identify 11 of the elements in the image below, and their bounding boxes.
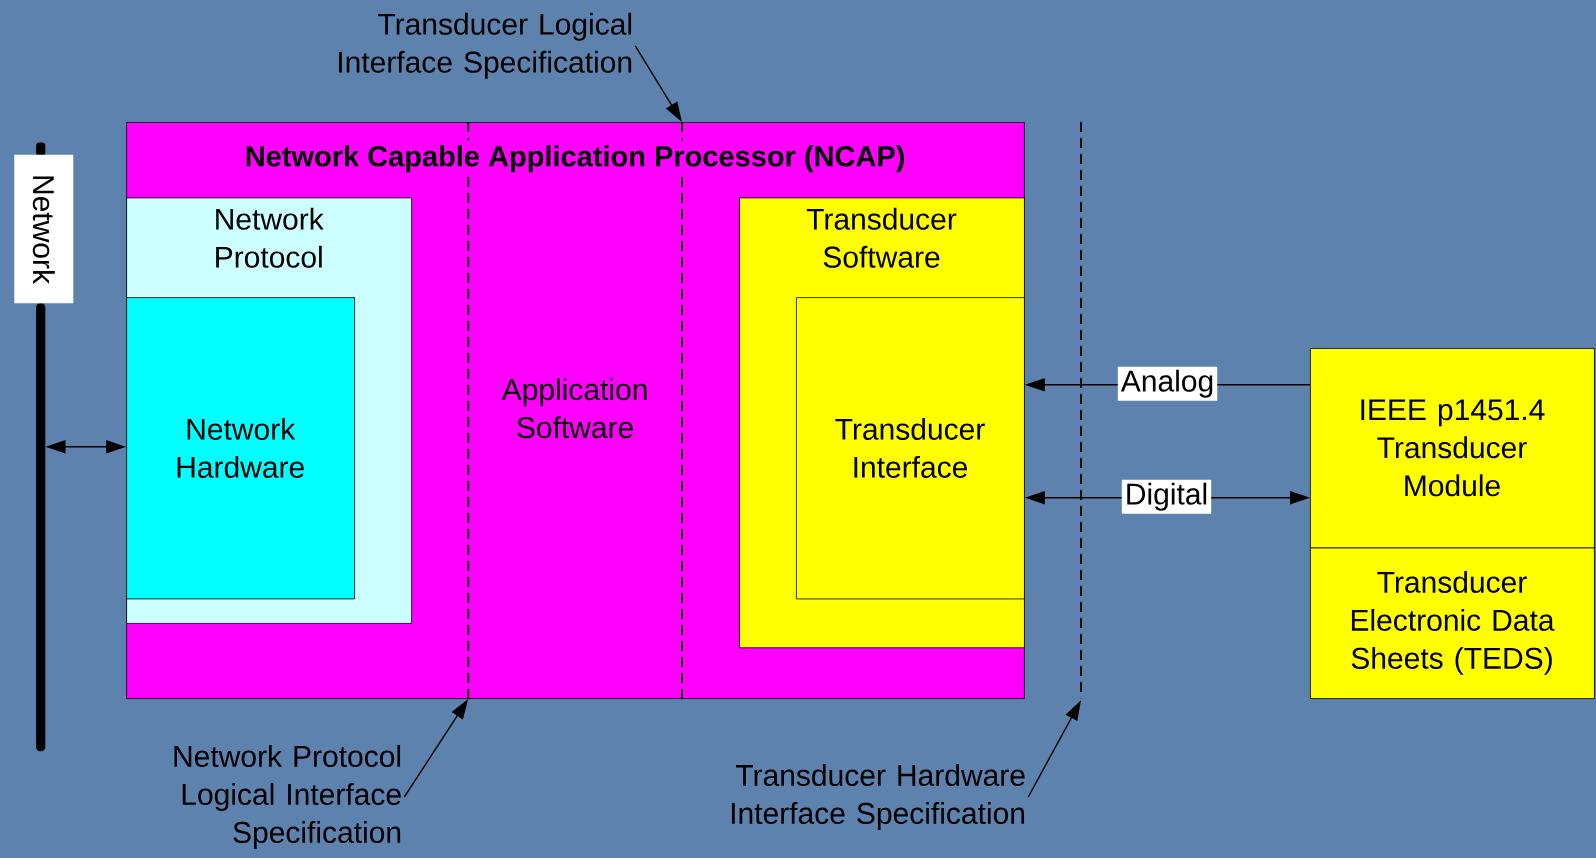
region-label: Application Software <box>501 378 647 439</box>
teds-box: Transducer Electronic Data Sheets (TEDS) <box>1310 547 1595 699</box>
spec-label: Transducer Logical Interface Specification <box>339 12 632 79</box>
spec-label: Transducer Hardware Interface Specification <box>731 764 1025 830</box>
edge-label: Analog <box>1117 366 1218 401</box>
interface-box: Transducer Interface <box>796 297 1025 600</box>
spec-label: Network Protocol Logical Interface Specification <box>174 745 401 849</box>
edge-label: Digital <box>1121 479 1212 514</box>
network-label: Network <box>14 154 74 304</box>
hardware-box: Network Hardware <box>126 297 355 600</box>
module-box: IEEE p1451.4 Transducer Module <box>1310 348 1595 549</box>
